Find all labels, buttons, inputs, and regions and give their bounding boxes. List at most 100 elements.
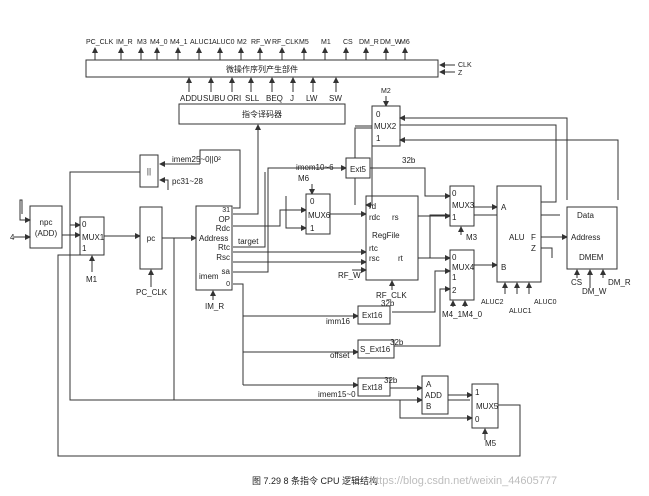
im-0-label: 0 (226, 281, 230, 288)
adder-b-label: B (426, 402, 431, 411)
npc-block (29, 205, 63, 249)
regfile-clk-label: RF_CLK (376, 291, 407, 300)
signal-label: M4_0 (150, 39, 168, 46)
data-memory-block (566, 206, 618, 270)
signal-label: CS (343, 39, 353, 46)
alu-a-label: A (501, 203, 507, 212)
sext16-bits-label: 32b (390, 338, 404, 347)
regfile-rdc-label: rdc (369, 213, 380, 222)
op-label: ADDU (180, 94, 203, 103)
mux4-in2-label: 2 (452, 286, 457, 295)
npc-sublabel: (ADD) (35, 229, 58, 238)
mux4-select0-label: M4_0 (462, 310, 483, 319)
mux2-in0-label: 0 (376, 110, 381, 119)
z-label: Z (458, 70, 463, 77)
alu-c1-label: ALUC1 (509, 308, 532, 315)
mux2-select-label: M2 (381, 88, 391, 95)
ext5-label: Ext5 (350, 165, 367, 174)
decoder-op-labels: ADDU SUBU ORI SLL BEQ J LW SW (180, 94, 342, 103)
watermark-text: https://blog.csdn.net/weixin_44605777 (370, 475, 557, 487)
clk-label: CLK (458, 62, 472, 69)
mux6-in0-label: 0 (310, 197, 315, 206)
mux5-select-label: M5 (485, 439, 497, 448)
signal-label: RF_CLK (272, 39, 299, 46)
sext16-src-label: offset (330, 351, 350, 360)
ext16-label: Ext16 (362, 311, 383, 320)
regfile-rtc-label: rtc (369, 244, 378, 253)
alu-block (496, 185, 542, 283)
instruction-decoder-block (178, 103, 346, 125)
dmem-data-label: Data (577, 211, 594, 220)
dmem-cs-label: CS (571, 278, 582, 287)
dmem-label: DMEM (579, 253, 604, 262)
concat-input-b-label: pc31~28 (172, 177, 203, 186)
mux4-label: MUX4 (452, 263, 475, 272)
mux5-label: MUX5 (476, 402, 499, 411)
im-op-label: OP (218, 215, 230, 224)
im-rsc-label: Rsc (216, 253, 230, 262)
mux1-in1-label: 1 (82, 244, 87, 253)
alu-c2-label: ALUC2 (481, 299, 504, 306)
mux6-block (305, 193, 331, 235)
mux4-block (449, 249, 475, 301)
mux3-in1-label: 1 (452, 213, 457, 222)
instruction-decoder-label: 指令译码器 (242, 109, 282, 119)
dmem-address-label: Address (571, 233, 600, 242)
mux1-label: MUX1 (82, 233, 105, 242)
npc-label: npc (40, 218, 53, 227)
ext18-src-label: imem15~0 (318, 390, 356, 399)
im-rtc-label: Rtc (218, 243, 230, 252)
ext18-block (357, 377, 391, 397)
concat-input-a-label: imem25~0||0² (172, 155, 221, 164)
sequence-generator-block (85, 59, 439, 78)
mux4-in0-label: 0 (452, 253, 457, 262)
mux2-block (371, 105, 401, 147)
mux3-label: MUX3 (452, 201, 475, 210)
mux5-in1-label: 1 (475, 388, 480, 397)
alu-f-label: F (531, 233, 536, 242)
im-sa-label: sa (222, 267, 231, 276)
mux4-select1-label: M4_1 (442, 310, 463, 319)
signal-label: M1 (321, 39, 331, 46)
regfile-label: RegFile (372, 231, 400, 240)
ext5-bits-label: 32b (402, 156, 416, 165)
pc-clk-label: PC_CLK (136, 288, 168, 297)
adder-label: ADD (425, 391, 442, 400)
signal-label: PC_CLK (86, 39, 114, 46)
dmem-write-label: DM_W (582, 287, 607, 296)
regfile-rsc-label: rsc (369, 254, 380, 263)
signal-label: M6 (400, 39, 410, 46)
mux4-in1-label: 1 (452, 273, 457, 282)
ext16-bits-label: 32b (381, 299, 395, 308)
signal-label: DM_W (380, 39, 402, 46)
regfile-rd-label: rd (369, 202, 376, 211)
ext18-label: Ext18 (362, 383, 383, 392)
top-signal-arrows (92, 47, 408, 60)
mux1-in0-label: 0 (82, 220, 87, 229)
alu-z-label: Z (531, 244, 536, 253)
ext16-block (357, 305, 391, 325)
signal-label: IM_R (116, 39, 133, 46)
regfile-rt-label: rt (398, 254, 404, 263)
sext16-label: S_Ext16 (360, 345, 391, 354)
decoder-output-arrows (186, 77, 339, 92)
sext16-block (357, 339, 395, 359)
signal-label: DM_R (359, 39, 379, 46)
mux2-label: MUX2 (374, 122, 397, 131)
register-file-block (365, 195, 419, 281)
signal-label: ALUC0 (212, 39, 235, 46)
im-imem-label: imem (199, 272, 219, 281)
concat-label: || (147, 167, 151, 176)
mux3-in0-label: 0 (452, 189, 457, 198)
alu-b-label: B (501, 263, 506, 272)
mux2-in1-label: 1 (376, 134, 381, 143)
alu-c0-label: ALUC0 (534, 299, 557, 306)
concat-block (139, 154, 159, 188)
alu-label: ALU (509, 233, 525, 242)
im-address-label: Address (199, 234, 228, 243)
pc-label: pc (147, 234, 155, 243)
mux6-in1-label: 1 (310, 224, 315, 233)
op-label: SLL (245, 94, 260, 103)
signal-label: M3 (137, 39, 147, 46)
op-label: J (290, 94, 294, 103)
